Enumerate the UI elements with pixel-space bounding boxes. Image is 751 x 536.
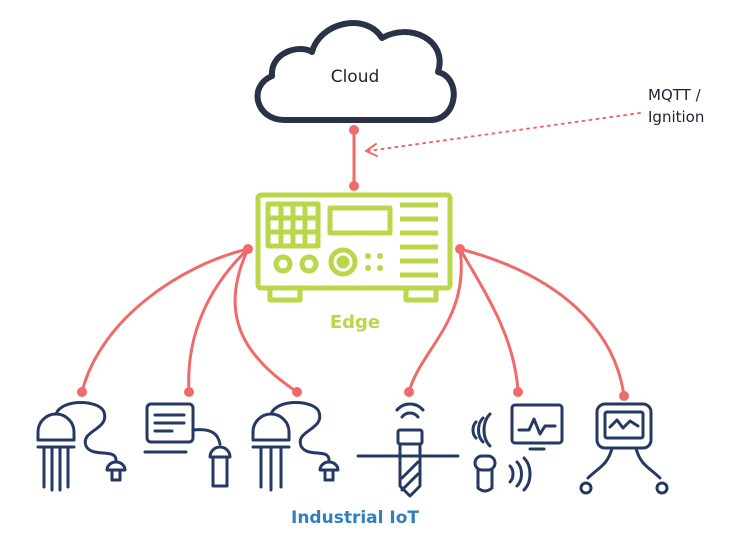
- annotation-line-1: MQTT /: [648, 86, 702, 104]
- edge-device-icon: [255, 192, 453, 303]
- link-to-sensor-4: [407, 248, 463, 393]
- iot-label: Industrial IoT: [291, 508, 419, 528]
- iot-devices: [36, 401, 669, 498]
- soil-probe-sensor-icon: [36, 401, 127, 492]
- soil-probe-sensor-2-icon: [251, 401, 340, 492]
- display-sensor-icon: [143, 402, 232, 488]
- link-to-sensor-6: [459, 247, 626, 397]
- annotation-line-2: Ignition: [648, 108, 704, 126]
- edge-indicator-dots: [365, 253, 383, 271]
- cloud-edge-link: [349, 125, 359, 191]
- cloud-label: Cloud: [331, 67, 380, 87]
- cloud-link-dot: [349, 125, 359, 135]
- cloud-node: Cloud: [254, 20, 457, 123]
- annotation-arrowhead: [365, 143, 378, 157]
- wireless-flow-meter-icon: [356, 402, 460, 498]
- link-dots: [77, 244, 629, 401]
- link-to-sensor-2: [187, 247, 250, 393]
- edge-node: Edge: [255, 192, 453, 333]
- protocol-annotation: MQTT / Ignition: [365, 86, 704, 157]
- cloud-icon: [254, 20, 457, 123]
- monitor-transmitter-icon: [471, 403, 564, 493]
- edge-label: Edge: [330, 312, 380, 333]
- link-to-sensor-1: [80, 247, 249, 393]
- edge-iot-links: [80, 247, 626, 397]
- pressure-gauge-icon: [579, 402, 669, 495]
- link-to-sensor-5: [458, 248, 520, 393]
- edge-top-link-dot: [349, 181, 359, 191]
- link-to-sensor-3: [233, 248, 298, 394]
